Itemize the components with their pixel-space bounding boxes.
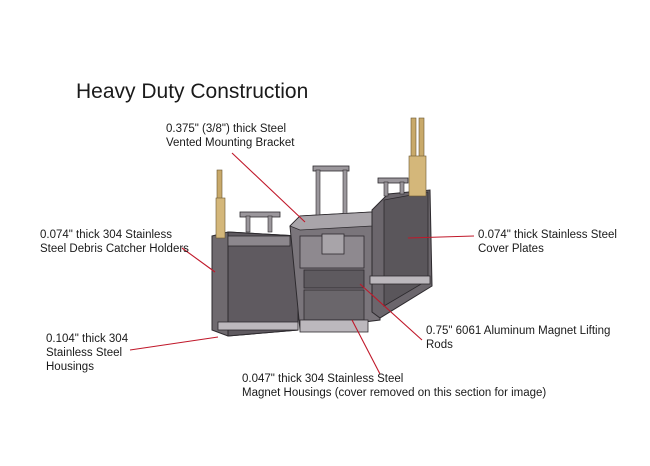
callout-debris-catcher: 0.074" thick 304 Stainless Steel Debris … (40, 229, 189, 255)
right-housing (369, 117, 433, 319)
diagram-title: Heavy Duty Construction (76, 80, 309, 103)
leader-magnet-housings (351, 319, 381, 375)
left-housing (211, 169, 299, 337)
leader-lifting-rods (359, 283, 423, 341)
leader-debris-catcher (181, 247, 216, 273)
leader-cover-plates (407, 235, 475, 239)
callout-magnet-housings: 0.047" thick 304 Stainless Steel Magnet … (242, 373, 547, 399)
leader-lines (129, 152, 475, 375)
center-section (289, 165, 383, 333)
leader-housings (129, 336, 219, 351)
callout-mounting-bracket: 0.375" (3/8") thick Steel Vented Mountin… (166, 123, 295, 149)
leader-mounting-bracket (231, 152, 306, 223)
callout-lifting-rods: 0.75" 6061 Aluminum Magnet Lifting Rods (426, 325, 611, 351)
callout-housings: 0.104" thick 304 Stainless Steel Housing… (46, 333, 129, 373)
callout-cover-plates: 0.074" thick Stainless Steel Cover Plate… (478, 229, 617, 255)
